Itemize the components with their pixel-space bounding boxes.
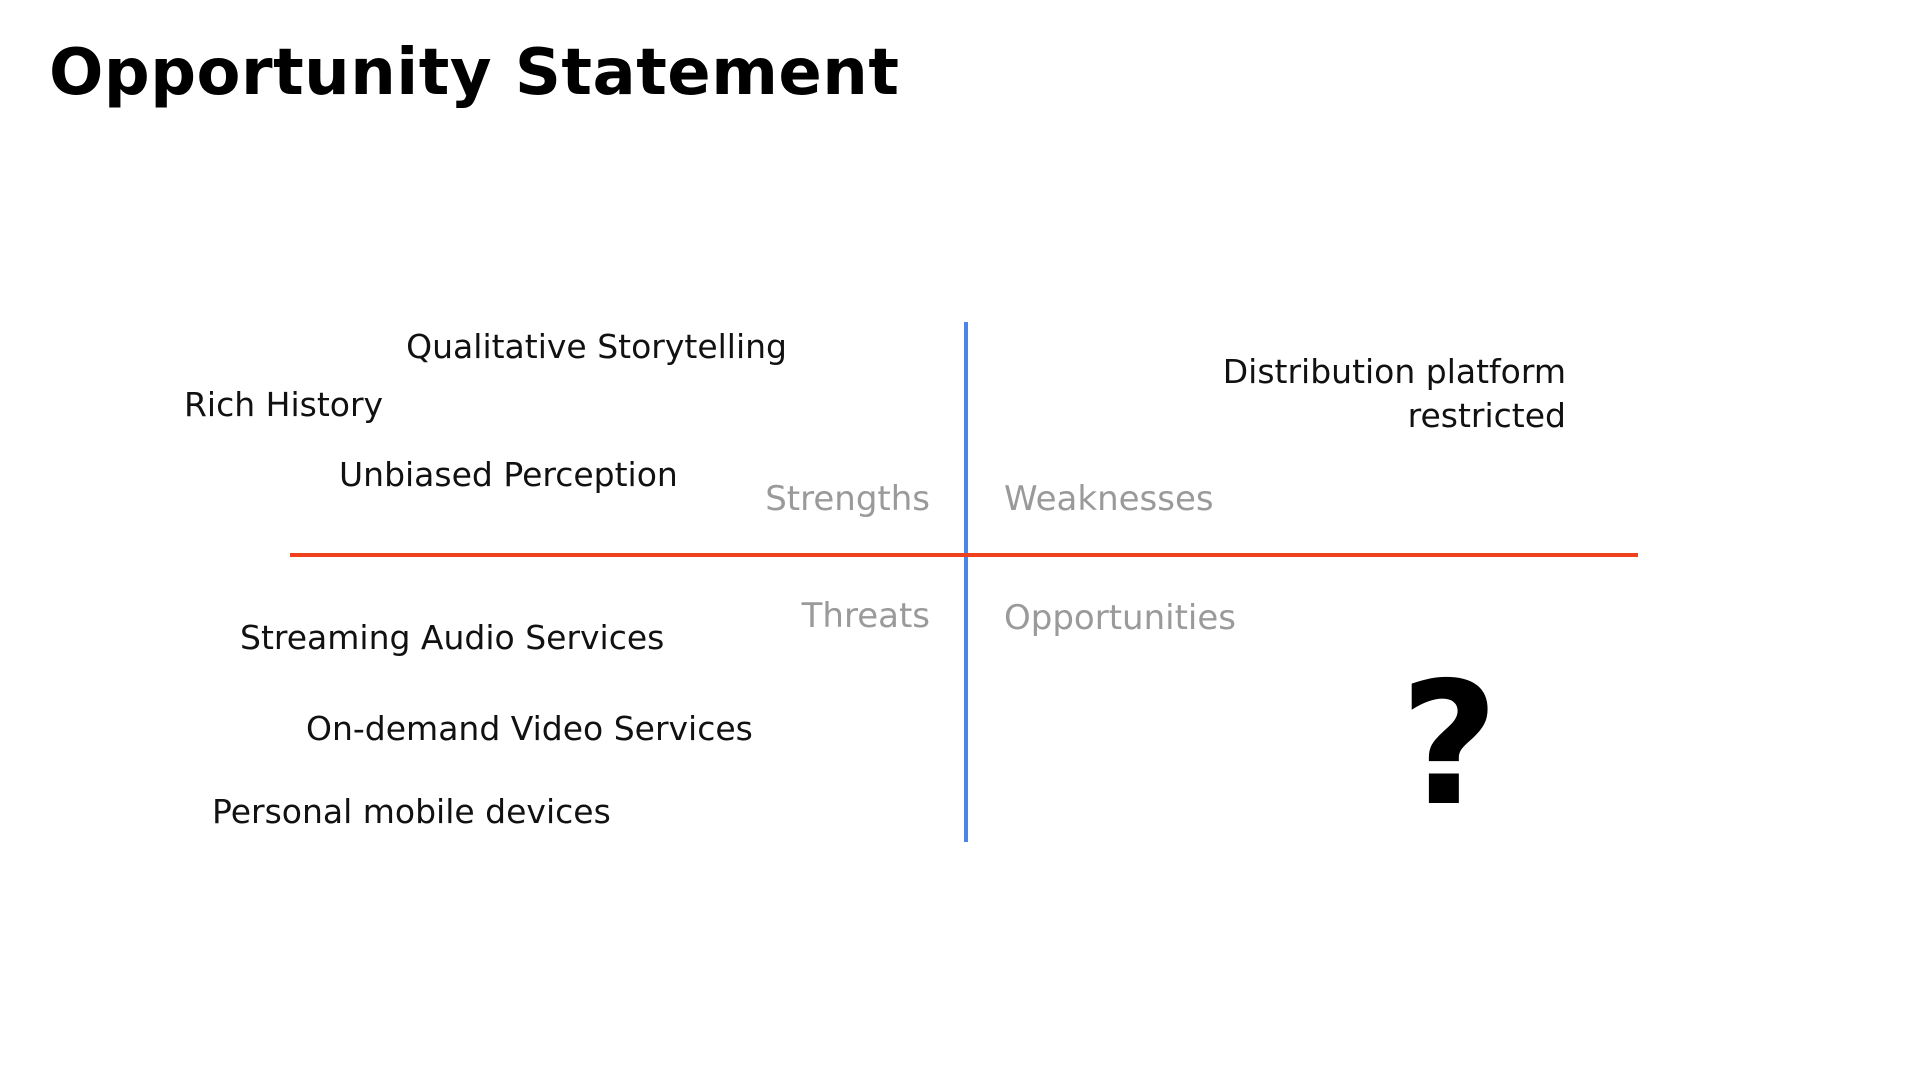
quadrant-label-opportunities: Opportunities xyxy=(1004,598,1236,638)
weakness-item: Distribution platform restricted xyxy=(1222,352,1566,435)
strength-item: Rich History xyxy=(184,385,384,424)
quadrant-label-strengths: Strengths xyxy=(765,479,930,519)
strength-item: Qualitative Storytelling xyxy=(406,327,787,366)
quadrant-label-weaknesses: Weaknesses xyxy=(1004,479,1214,519)
threat-item: Streaming Audio Services xyxy=(240,618,665,657)
opportunities-question-mark: ? xyxy=(1400,646,1499,844)
threat-item: Personal mobile devices xyxy=(212,792,611,831)
threat-item: On-demand Video Services xyxy=(306,709,753,748)
vertical-axis-line xyxy=(964,322,968,842)
horizontal-axis-line xyxy=(290,553,1638,557)
slide-title: Opportunity Statement xyxy=(49,36,900,110)
quadrant-label-threats: Threats xyxy=(801,596,930,636)
strength-item: Unbiased Perception xyxy=(339,455,678,494)
